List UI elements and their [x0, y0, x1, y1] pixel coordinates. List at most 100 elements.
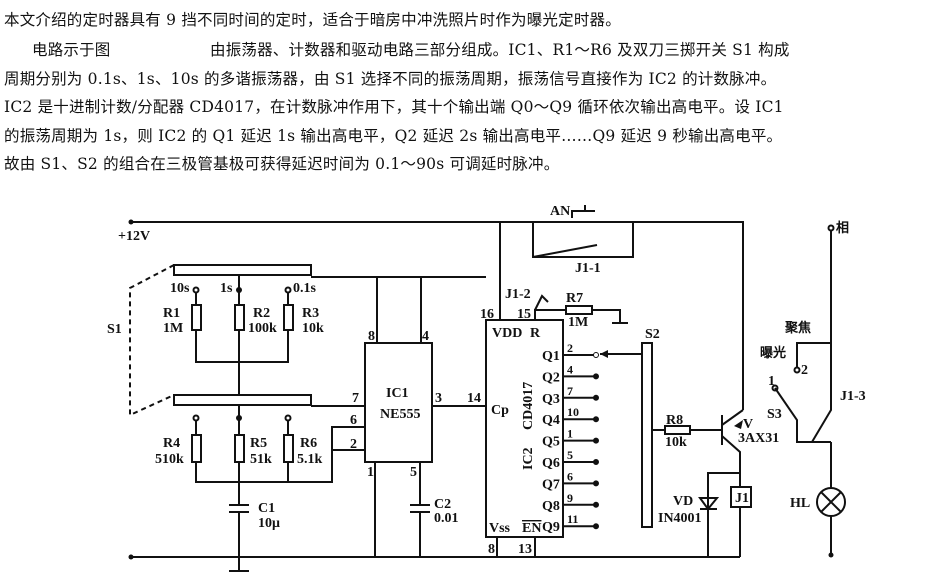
ic2-pin15: 15	[517, 307, 531, 322]
s3-contact-1: 1	[768, 374, 775, 389]
s2-contact	[593, 523, 599, 530]
c2-label: C2	[434, 497, 451, 512]
r6-value: 5.1k	[297, 452, 323, 467]
ic2-pin13: 13	[518, 542, 532, 557]
r7-label: R7	[566, 291, 583, 306]
relay-label: J1	[735, 491, 749, 506]
output-pin: 5	[567, 448, 573, 462]
r1-value: 1M	[163, 321, 183, 336]
intro-line-4: IC2 是十进制计数/分配器 CD4017，在计数脉冲作用下，其十个输出端 Q0…	[4, 98, 784, 116]
s2-contact	[593, 437, 599, 444]
ic2-pin16: 16	[480, 307, 494, 322]
ic2-label: IC2	[521, 447, 536, 470]
r3-label: R3	[302, 306, 319, 321]
s2-label: S2	[645, 327, 660, 342]
output-pin: 7	[567, 384, 573, 398]
ic1-label: IC1	[386, 386, 409, 401]
intro-line-3: 周期分别为 0.1s、1s、10s 的多谐振荡器，由 S1 选择不同的振荡周期，…	[4, 70, 777, 88]
output-pin: 1	[567, 427, 573, 441]
intro-line-6: 故由 S1、S2 的组合在三极管基极可获得延迟时间为 0.1～90s 可调延时脉…	[4, 155, 560, 173]
diode-type: IN4001	[658, 511, 702, 526]
output-pin: 4	[567, 362, 573, 376]
output-label: Q1	[542, 349, 560, 364]
intro-line-1: 本文介绍的定时器具有 9 挡不同时间的定时，适合于暗房中冲洗照片时作为曝光定时器…	[4, 11, 621, 29]
ic2-vdd: VDD	[492, 326, 522, 341]
ic1-pin7: 7	[352, 391, 359, 406]
c2-value: 0.01	[434, 511, 459, 526]
phase-label: 相	[836, 220, 849, 236]
ic1-pin3: 3	[435, 391, 442, 406]
diode-label: VD	[673, 494, 693, 509]
intro-line-2a: 电路示于图	[32, 41, 111, 59]
s3-label: S3	[767, 407, 782, 422]
r4-label: R4	[163, 436, 180, 451]
output-label: Q9	[542, 520, 560, 535]
ic1-pin1: 1	[367, 465, 374, 480]
transistor-type: 3AX31	[738, 431, 779, 446]
an-button-label: AN	[550, 204, 570, 219]
s2-contact	[593, 480, 599, 487]
s2-contact	[593, 501, 599, 508]
r2-value: 100k	[248, 321, 277, 336]
ic1-pin6: 6	[350, 413, 357, 428]
r5-label: R5	[250, 436, 267, 451]
s3-contact-2: 2	[801, 363, 808, 378]
j1-2-label: J1-2	[505, 287, 531, 302]
output-pin: 11	[567, 512, 578, 526]
s2-contact	[593, 352, 599, 358]
r6-label: R6	[300, 436, 317, 451]
ic1-pin2: 2	[350, 437, 357, 452]
ic1-pin8: 8	[368, 329, 375, 344]
s1-01s-label: 0.1s	[293, 281, 317, 296]
s2-contact	[593, 416, 599, 423]
output-label: Q6	[542, 456, 560, 471]
output-label: Q2	[542, 370, 560, 385]
lamp-label: HL	[790, 496, 810, 511]
ic2-reset: R	[530, 326, 541, 341]
s1-1s-label: 1s	[220, 281, 233, 296]
s1-10s-label: 10s	[170, 281, 190, 296]
output-label: Q8	[542, 499, 560, 514]
s2-contact	[593, 373, 599, 380]
intro-line-2b: 由振荡器、计数器和驱动电路三部分组成。IC1、R1～R6 及双刀三掷开关 S1 …	[210, 41, 790, 59]
output-pin: 6	[567, 469, 573, 483]
ic2-en: EN	[522, 521, 541, 536]
r7-value: 1M	[568, 315, 588, 330]
ic2-vss: Vss	[489, 521, 511, 536]
c1-label: C1	[258, 501, 275, 516]
ic2-type: CD4017	[521, 382, 536, 430]
ic2-pin8: 8	[488, 542, 495, 557]
r5-value: 51k	[250, 452, 272, 467]
expose-label: 曝光	[760, 345, 786, 361]
ic1-pin4: 4	[422, 329, 429, 344]
r3-value: 10k	[302, 321, 324, 336]
s1-label: S1	[107, 322, 122, 337]
c1-value: 10μ	[258, 516, 280, 531]
s2-contact	[593, 394, 599, 401]
ic1-type: NE555	[380, 407, 420, 422]
ic2-pin14: 14	[467, 391, 481, 406]
r2-label: R2	[253, 306, 270, 321]
wires	[128, 205, 846, 572]
ic1-pin5: 5	[410, 465, 417, 480]
r1-label: R1	[163, 306, 180, 321]
j1-3-label: J1-3	[840, 389, 866, 404]
transistor-label: V	[743, 417, 753, 432]
s2-contact	[593, 459, 599, 465]
output-label: Q7	[542, 477, 560, 492]
output-label: Q3	[542, 392, 560, 407]
output-pin: 9	[567, 491, 573, 505]
output-label: Q5	[542, 435, 560, 450]
r8-label: R8	[666, 413, 683, 428]
r4-value: 510k	[155, 452, 184, 467]
labels: +12V S1 10s 1s 0.1s R1 1M R2 100k R3 10k…	[107, 204, 866, 557]
ic2-cp: Cp	[491, 403, 509, 418]
output-label: Q4	[542, 413, 560, 428]
intro-line-5: 的振荡周期为 1s，则 IC2 的 Q1 延迟 1s 输出高电平，Q2 延迟 2…	[4, 127, 783, 145]
supply-label: +12V	[118, 229, 150, 244]
output-pin: 10	[567, 405, 579, 419]
focus-label: 聚焦	[784, 320, 811, 336]
output-pin: 2	[567, 341, 573, 355]
